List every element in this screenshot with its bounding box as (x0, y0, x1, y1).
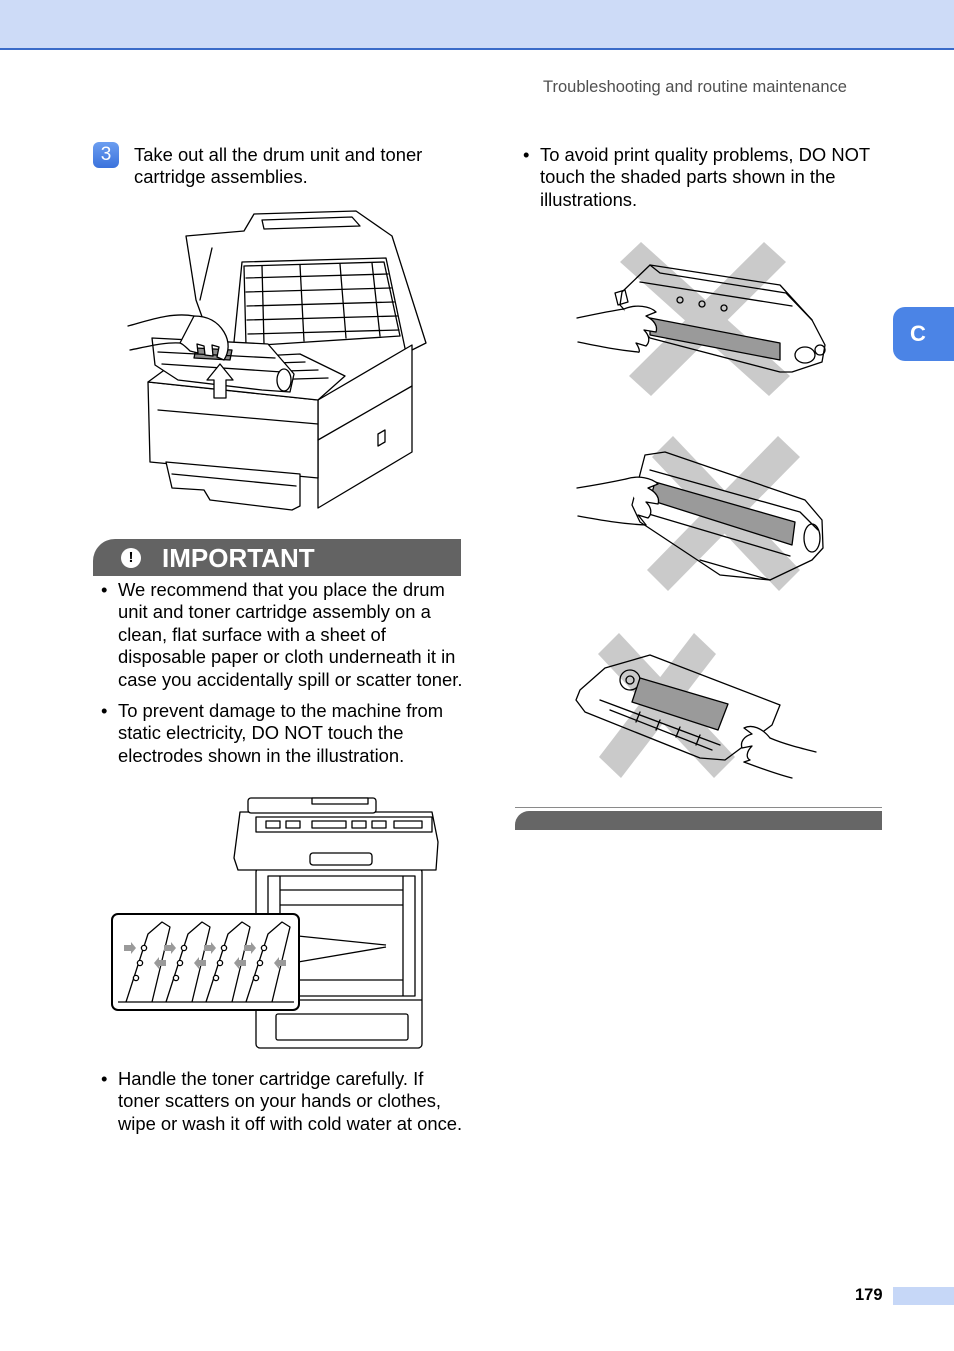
printer-drum-removal-illustration (127, 210, 427, 511)
drum-unit (631, 451, 824, 581)
bullet-icon: • (101, 1068, 108, 1089)
bullet-text: To prevent damage to the machine from st… (118, 700, 443, 767)
important-banner: ! IMPORTANT (93, 539, 461, 576)
text-line: Handle the toner cartridge carefully. If (118, 1068, 424, 1089)
page-number-tab (893, 1287, 954, 1305)
text-line: To prevent damage to the machine from (118, 700, 444, 721)
control-panel (233, 811, 439, 871)
bullet-text: To avoid print quality problems, DO NOT … (540, 144, 870, 211)
page-number: 179 (855, 1286, 883, 1304)
text-line: case you accidentally spill or scatter t… (118, 668, 463, 690)
exclamation-circle-icon: ! (121, 548, 141, 568)
drum-unit-do-not-touch-illustration (576, 436, 824, 591)
text-line: static electricity, DO NOT touch the (118, 722, 404, 744)
step-instruction: Take out all the drum unit and toner car… (134, 144, 422, 189)
important-bullet-item: • We recommend that you place the drum u… (101, 579, 463, 691)
hand (576, 476, 660, 526)
bullet-icon: • (101, 700, 108, 721)
text-line: disposable paper or cloth underneath it … (118, 646, 456, 668)
bullet-icon: • (101, 579, 108, 600)
text-line: wipe or wash it off with cold water at o… (118, 1112, 463, 1134)
document-feeder (247, 797, 377, 814)
shaded-parts-note-item: • To avoid print quality problems, DO NO… (523, 144, 883, 212)
header-band (0, 0, 954, 50)
text-line: electrodes shown in the illustration. (118, 744, 405, 766)
text-line: clean, flat surface with a sheet of (118, 623, 386, 645)
text-line: cartridge assemblies. (134, 166, 308, 188)
text-line: To avoid print quality problems, DO NOT (540, 144, 871, 165)
hand (127, 314, 229, 361)
chapter-tab-letter: C (910, 321, 926, 346)
text-line: We recommend that you place the drum (118, 579, 445, 600)
callout-line (297, 946, 387, 963)
section-divider-line (515, 807, 882, 808)
toner-cartridge-do-not-touch-illustration (576, 242, 826, 396)
important-bullet-item: • To prevent damage to the machine from … (101, 700, 463, 768)
text-line: unit and toner cartridge assembly on a (118, 601, 431, 623)
callout-line (297, 935, 387, 946)
chapter-tab: C (893, 307, 954, 361)
handling-note-item: • Handle the toner cartridge carefully. … (101, 1068, 463, 1136)
text-line: illustrations. (540, 188, 638, 210)
running-title: Troubleshooting and routine maintenance (543, 78, 847, 96)
bullet-icon: • (523, 144, 530, 165)
text-line: Take out all the drum unit and toner (134, 144, 423, 165)
shaded-drum (631, 677, 729, 731)
section-divider-bar (515, 811, 882, 830)
important-title: IMPORTANT (162, 543, 315, 573)
text-line: touch the shaded parts shown in the (540, 166, 836, 188)
drum-unit-underside-do-not-touch-illustration (575, 633, 817, 779)
hand (576, 305, 658, 353)
lift-up-arrow-icon (206, 363, 234, 399)
printer-electrodes-illustration (111, 797, 439, 1049)
bullet-text: We recommend that you place the drum uni… (118, 579, 462, 691)
bullet-text: Handle the toner cartridge carefully. If… (118, 1068, 462, 1135)
text-line: toner scatters on your hands or clothes, (118, 1090, 442, 1112)
electrodes-detail-inset (111, 913, 300, 1011)
hand (740, 725, 817, 779)
step-number-badge: 3 (93, 142, 119, 168)
top-cover-open (185, 210, 427, 354)
